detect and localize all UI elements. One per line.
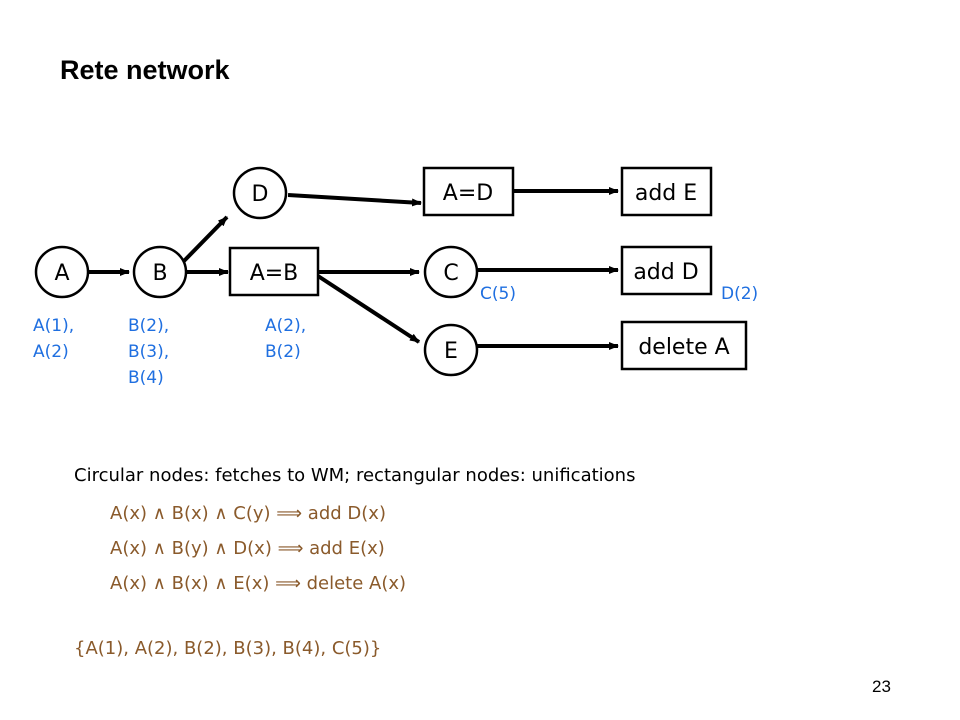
node-add-d: add D [620, 245, 713, 296]
node-a-eq-d: A=D [422, 166, 515, 217]
node-a-eq-b-label: A=B [250, 261, 299, 286]
annotation-a-line-1: A(1), [33, 316, 75, 336]
node-delete-a: delete A [620, 320, 748, 371]
annotation-a-eq-b-line-1: A(2), [265, 316, 307, 336]
slide-title: Rete network [60, 55, 230, 85]
node-d: D [232, 166, 288, 220]
node-add-d-label: add D [633, 260, 698, 285]
edge-a-eq-b-to-e [316, 274, 421, 344]
annotation-b-line-2: B(3), [128, 342, 170, 362]
annotation-a-eq-b-line-2: B(2) [265, 342, 301, 362]
annotation-a: A(1), A(2) [33, 313, 74, 365]
node-a-eq-b: A=B [228, 246, 320, 297]
annotation-add-d: D(2) [721, 284, 759, 304]
node-add-e-label: add E [635, 181, 697, 206]
annotation-b: B(2), B(3), B(4) [128, 313, 169, 391]
node-add-e: add E [620, 166, 713, 217]
node-b: B [132, 245, 188, 299]
node-b-label: B [152, 261, 167, 286]
rule-2: A(x) ∧ B(y) ∧ D(x) ⟹ add E(x) [110, 538, 385, 559]
page-number: 23 [872, 677, 891, 696]
node-e-label: E [444, 339, 458, 364]
node-a-label: A [54, 261, 69, 286]
rule-1: A(x) ∧ B(x) ∧ C(y) ⟹ add D(x) [110, 503, 386, 524]
annotation-c: C(5) [480, 284, 516, 304]
node-e: E [423, 323, 479, 377]
node-a: A [34, 245, 90, 299]
node-d-label: D [252, 182, 269, 207]
annotation-a-line-2: A(2) [33, 342, 69, 362]
edge-d-to-a-eq-d [287, 193, 422, 207]
caption: Circular nodes: fetches to WM; rectangul… [74, 465, 636, 486]
annotation-b-line-3: B(4) [128, 368, 164, 388]
node-c-label: C [443, 261, 458, 286]
node-a-eq-d-label: A=D [443, 181, 493, 206]
annotation-a-eq-b: A(2), B(2) [265, 313, 306, 365]
working-memory-facts: {A(1), A(2), B(2), B(3), B(4), C(5)} [74, 638, 382, 659]
annotation-b-line-1: B(2), [128, 316, 170, 336]
rule-3: A(x) ∧ B(x) ∧ E(x) ⟹ delete A(x) [110, 573, 407, 594]
node-delete-a-label: delete A [638, 335, 729, 360]
edge-b-to-d [181, 215, 229, 264]
node-c: C [423, 245, 479, 299]
